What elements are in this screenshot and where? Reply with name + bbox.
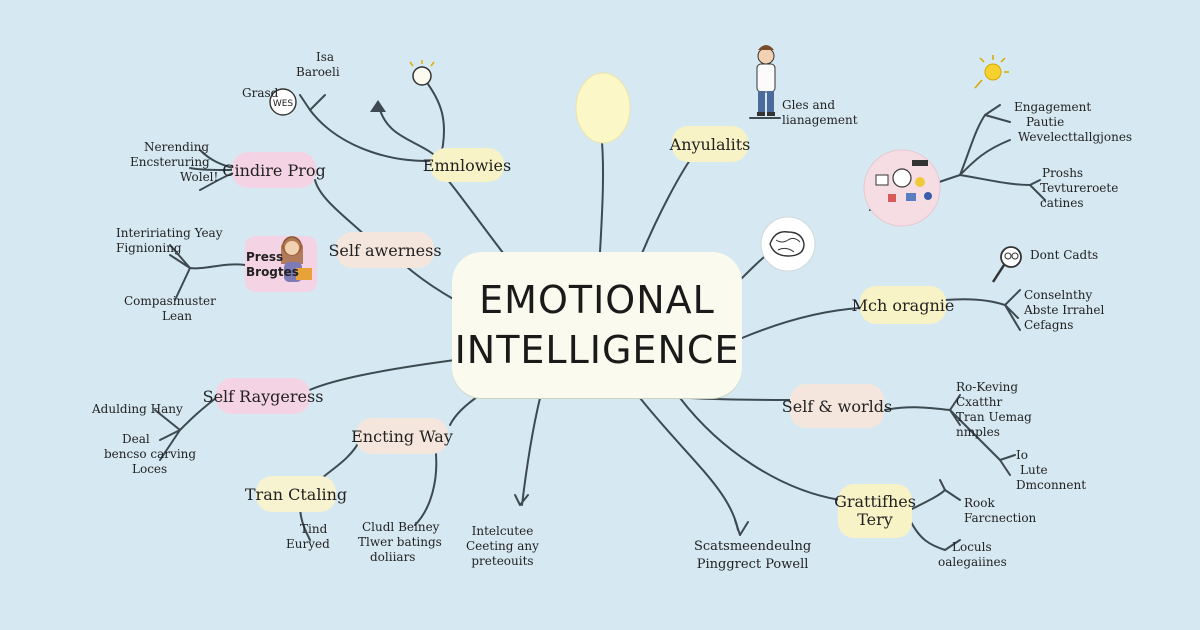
label-compasinuster: Compasinuster Lean — [124, 294, 216, 323]
person-icon — [756, 45, 776, 116]
label-deal: Deal bencso carving Loces — [104, 432, 197, 476]
label-top-left: Isa Baroeli — [290, 50, 340, 80]
label-engagement: Engagement Pautie Wevelecttallgjones — [1014, 100, 1133, 144]
node-mch-orgagnie[interactable]: Mch oragnie — [852, 286, 954, 324]
label-cludl: Cludl Beiney Tlwer batings doliiars — [358, 520, 442, 564]
center-title-line1: EMOTIONAL — [479, 278, 715, 322]
label-interitating: Inteririating Yeay Fignioning — [116, 226, 223, 255]
label-intelcutee: Intelcutee Ceeting any preteouits — [466, 524, 539, 568]
lightbulb-icon — [409, 60, 435, 86]
label-ro-keving: Ro-Keving Cxatthr Tran Uemag nmples — [956, 380, 1032, 439]
node-cindire[interactable]: Cindire Prog — [222, 152, 326, 188]
label-conseinthy: Conselnthy Abste Irrahel Cefagns — [1024, 288, 1105, 332]
node-encting-way[interactable]: Encting Way — [351, 418, 453, 454]
label-loculs: Loculs oalegaiines — [938, 540, 1007, 569]
label-proshs: Proshs Tevtureroete catines — [1040, 166, 1119, 210]
balloon-icon — [575, 72, 631, 144]
label-adulding: Adulding Hany — [92, 402, 183, 416]
center-node[interactable]: EMOTIONAL INTELLIGENCE — [452, 252, 742, 398]
node-self-raygeress[interactable]: Self Raygeress — [203, 378, 323, 414]
label-tind: Tind Euryed — [286, 522, 330, 551]
node-employees[interactable]: Emnlowies — [423, 148, 511, 182]
label-nerending: Nerending Encsteruring Wolel! — [130, 140, 219, 184]
node-grattithes[interactable]: Grattifhes Tery — [834, 484, 916, 538]
label-baroeli: Baroeli — [296, 65, 340, 79]
icon-cluster — [863, 149, 941, 227]
crest-icon: WES — [269, 88, 297, 116]
label-rook: Rook Farcnection — [964, 496, 1037, 525]
node-tran-ctaling[interactable]: Tran Ctaling — [245, 476, 347, 512]
node-self-worlds[interactable]: Self & worlds — [782, 384, 892, 428]
label-lute: Io Lute Dmconnent — [1016, 448, 1087, 492]
sun-icon — [974, 55, 1009, 89]
center-title-line2: INTELLIGENCE — [454, 328, 740, 372]
magnifier-icon — [991, 246, 1022, 283]
grattithes-line1: Grattifhes — [834, 492, 916, 511]
label-stats: Scatsmeendeulng Pinggrect Powell — [694, 539, 812, 572]
grattithes-line2: Tery — [857, 510, 893, 529]
girl-illustration — [245, 236, 317, 292]
label-gles: Gles and lianagement — [782, 98, 858, 127]
node-press[interactable]: Press Brogtes — [246, 250, 299, 280]
node-self-awareness[interactable]: Self awerness — [328, 232, 442, 268]
brain-icon — [760, 216, 816, 272]
svg-text:WES: WES — [273, 99, 294, 109]
label-isa: Isa — [316, 50, 335, 64]
press-line2: Brogtes — [246, 265, 299, 279]
label-dont-cadts: Dont Cadts — [1030, 248, 1099, 262]
node-anyulalits[interactable]: Anyulalits — [670, 126, 750, 162]
label-grasd: Grasd — [242, 86, 279, 100]
press-line1: Press — [246, 250, 284, 264]
